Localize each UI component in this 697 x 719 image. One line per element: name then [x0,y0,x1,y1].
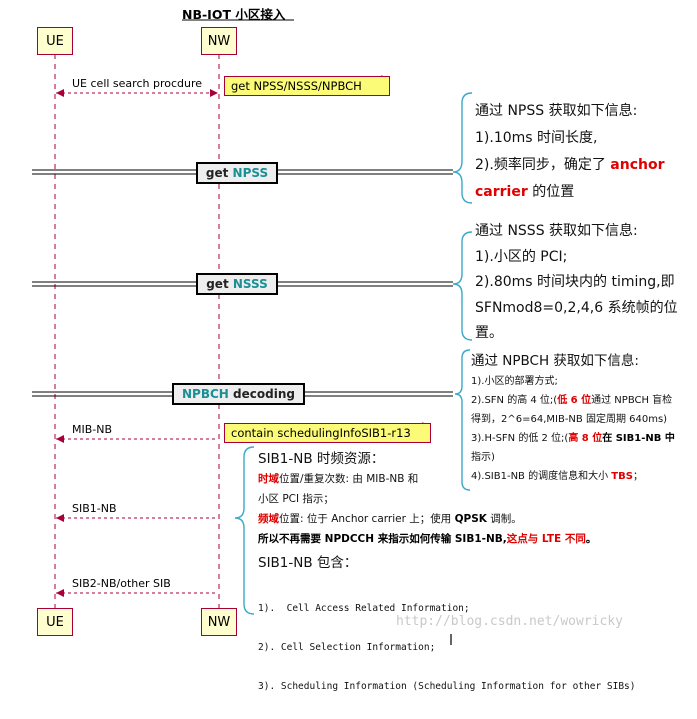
npbch-info-line1: 1).小区的部署方式; [471,376,558,387]
sib1-info-item2: 2). Cell Selection Information; [258,642,436,653]
npbch-info-line2b: 通过 NPBCH 盲检 [591,395,673,406]
sib1-info-line3-red: 频域 [258,513,279,525]
npbch-info-line4-red: 高 8 位 [568,433,603,444]
npbch-info-line2a: 2).SFN 的高 4 位;( [471,395,558,406]
search-message-label: UE cell search procdure [72,77,203,90]
sib1-info-line3-bold: QPSK [454,513,487,525]
sib1-info-line4-end: 。 [585,533,597,545]
npss-brace [452,92,473,204]
search-message-arrow [56,89,218,97]
sib2-message-arrow [56,589,218,597]
sib1-brace [234,446,255,615]
npss-info-line3-text: 的位置 [527,184,575,200]
watermark: http://blog.csdn.net/wowricky [396,614,623,629]
sib1-info: SIB1-NB 时频资源： 时域位置/重复次数: 由 MIB-NB 和 小区 P… [258,449,658,719]
nsss-info-line3: SFNmod8=0,2,4,6 系统帧的位 [475,299,678,316]
participant-ue-top: UE [37,27,73,55]
sib1-info-body: 时域位置/重复次数: 由 MIB-NB 和 小区 PCI 指示； 频域位置: 位… [258,469,658,549]
npss-info-line3: carrier 的位置 [475,179,664,206]
nsss-info: 通过 NSSS 获取如下信息: 1).小区的 PCI; 2).80ms 时间块内… [475,219,678,347]
npss-info: 通过 NPSS 获取如下信息: 1).10ms 时间长度, 2).频率同步，确定… [475,98,664,206]
mib-message-label: MIB-NB [72,423,113,436]
participant-ue-bottom: UE [37,608,73,636]
npbch-brace [454,349,471,491]
npss-info-line2: 2).频率同步，确定了 anchor [475,152,664,179]
npbch-divider-suffix: decoding [228,387,295,401]
sib1-message-label: SIB1-NB [72,502,117,515]
npbch-info-line4a: 3).H-SFN 的低 2 位;( [471,433,569,444]
npbch-info-line5: 指示) [471,452,495,463]
npss-info-heading: 通过 NPSS 获取如下信息: [475,103,638,119]
npbch-info-heading: 通过 NPBCH 获取如下信息: [471,353,639,369]
npbch-info-line4-bold: 在 SIB1-NB 中 [602,433,675,444]
mib-note: contain schedulingInfoSIB1-r13 [224,423,431,443]
sib1-info-line2: 小区 PCI 指示； [258,493,334,505]
npbch-info-line2: 2).SFN 的高 4 位;(低 6 位通过 NPBCH 盲检 [471,391,695,410]
npss-info-line3-red: carrier [475,184,528,200]
npss-divider: get NPSS [196,162,278,184]
nsss-brace [452,231,473,341]
sib1-info-line1-red: 时域 [258,473,279,485]
npbch-info-line6a: 4).SIB1-NB 的调度信息和大小 [471,471,612,482]
npbch-info-body: 1).小区的部署方式; 2).SFN 的高 4 位;(低 6 位通过 NPBCH… [471,372,695,486]
sib1-message-arrow [56,514,218,522]
sib1-info-line4-red: 这点与 LTE 不同 [506,533,586,545]
sib1-info-line1-text: 位置/重复次数: 由 MIB-NB 和 [279,473,419,485]
npss-divider-name: NPSS [232,166,269,180]
sib1-info-heading2: SIB1-NB 包含： [258,555,358,571]
sib1-info-item3: 3). Scheduling Information (Scheduling I… [258,681,636,692]
nsss-info-heading: 通过 NSSS 获取如下信息: [475,223,638,239]
npss-info-line2-red: anchor [610,157,665,173]
nsss-divider-prefix: get [206,277,233,291]
sib1-info-item1: 1). Cell Access Related Information; [258,603,470,614]
npbch-info-line6: 4).SIB1-NB 的调度信息和大小 TBS； [471,467,695,486]
npbch-info: 通过 NPBCH 获取如下信息: 1).小区的部署方式; 2).SFN 的高 4… [471,350,695,486]
sib1-info-line1: 时域位置/重复次数: 由 MIB-NB 和 [258,469,658,489]
sib1-info-heading: SIB1-NB 时频资源： [258,451,385,467]
nsss-info-line1: 1).小区的 PCI; [475,248,568,265]
nsss-info-line2: 2).80ms 时间块内的 timing,即 [475,274,675,290]
sib1-info-line4: 所以不再需要 NPDCCH 来指示如何传输 SIB1-NB,这点与 LTE 不同… [258,529,658,549]
participant-nw-bottom: NW [201,608,237,636]
npss-info-line1: 1).10ms 时间长度, [475,130,598,146]
nsss-divider-name: NSSS [232,277,268,291]
nsss-info-line4: 置。 [475,325,503,341]
npbch-info-line4: 3).H-SFN 的低 2 位;(高 8 位在 SIB1-NB 中 [471,429,695,448]
npbch-divider-name: NPBCH [182,387,229,401]
sib2-message-label: SIB2-NB/other SIB [72,577,171,590]
nsss-divider: get NSSS [196,273,278,295]
search-note: get NPSS/NSSS/NPBCH [224,76,390,96]
sib1-info-line3: 频域位置: 位于 Anchor carrier 上；使用 QPSK 调制。 [258,509,658,529]
sib1-info-line3b: 调制。 [486,513,522,525]
npbch-info-line3: 得到，2^6=64,MIB-NB 固定周期 640ms) [471,414,668,425]
mib-message-arrow [56,435,218,443]
npss-divider-prefix: get [205,166,233,180]
participant-nw-top: NW [201,27,237,55]
npbch-info-line2-red: 低 6 位 [557,395,592,406]
diagram-title: NB-IOT 小区接入 [182,7,286,22]
sib1-info-line4-bold: 所以不再需要 NPDCCH 来指示如何传输 SIB1-NB, [258,533,507,545]
npbch-info-line6-red: TBS [611,471,633,482]
sib1-info-list: 1). Cell Access Related Information; 2).… [258,576,658,719]
npbch-info-line6b: ； [632,471,643,482]
npss-info-line2-text: 2).频率同步，确定了 [475,157,606,173]
npbch-divider: NPBCH decoding [172,383,305,405]
sib1-info-line3a: 位置: 位于 Anchor carrier 上；使用 [279,513,455,525]
